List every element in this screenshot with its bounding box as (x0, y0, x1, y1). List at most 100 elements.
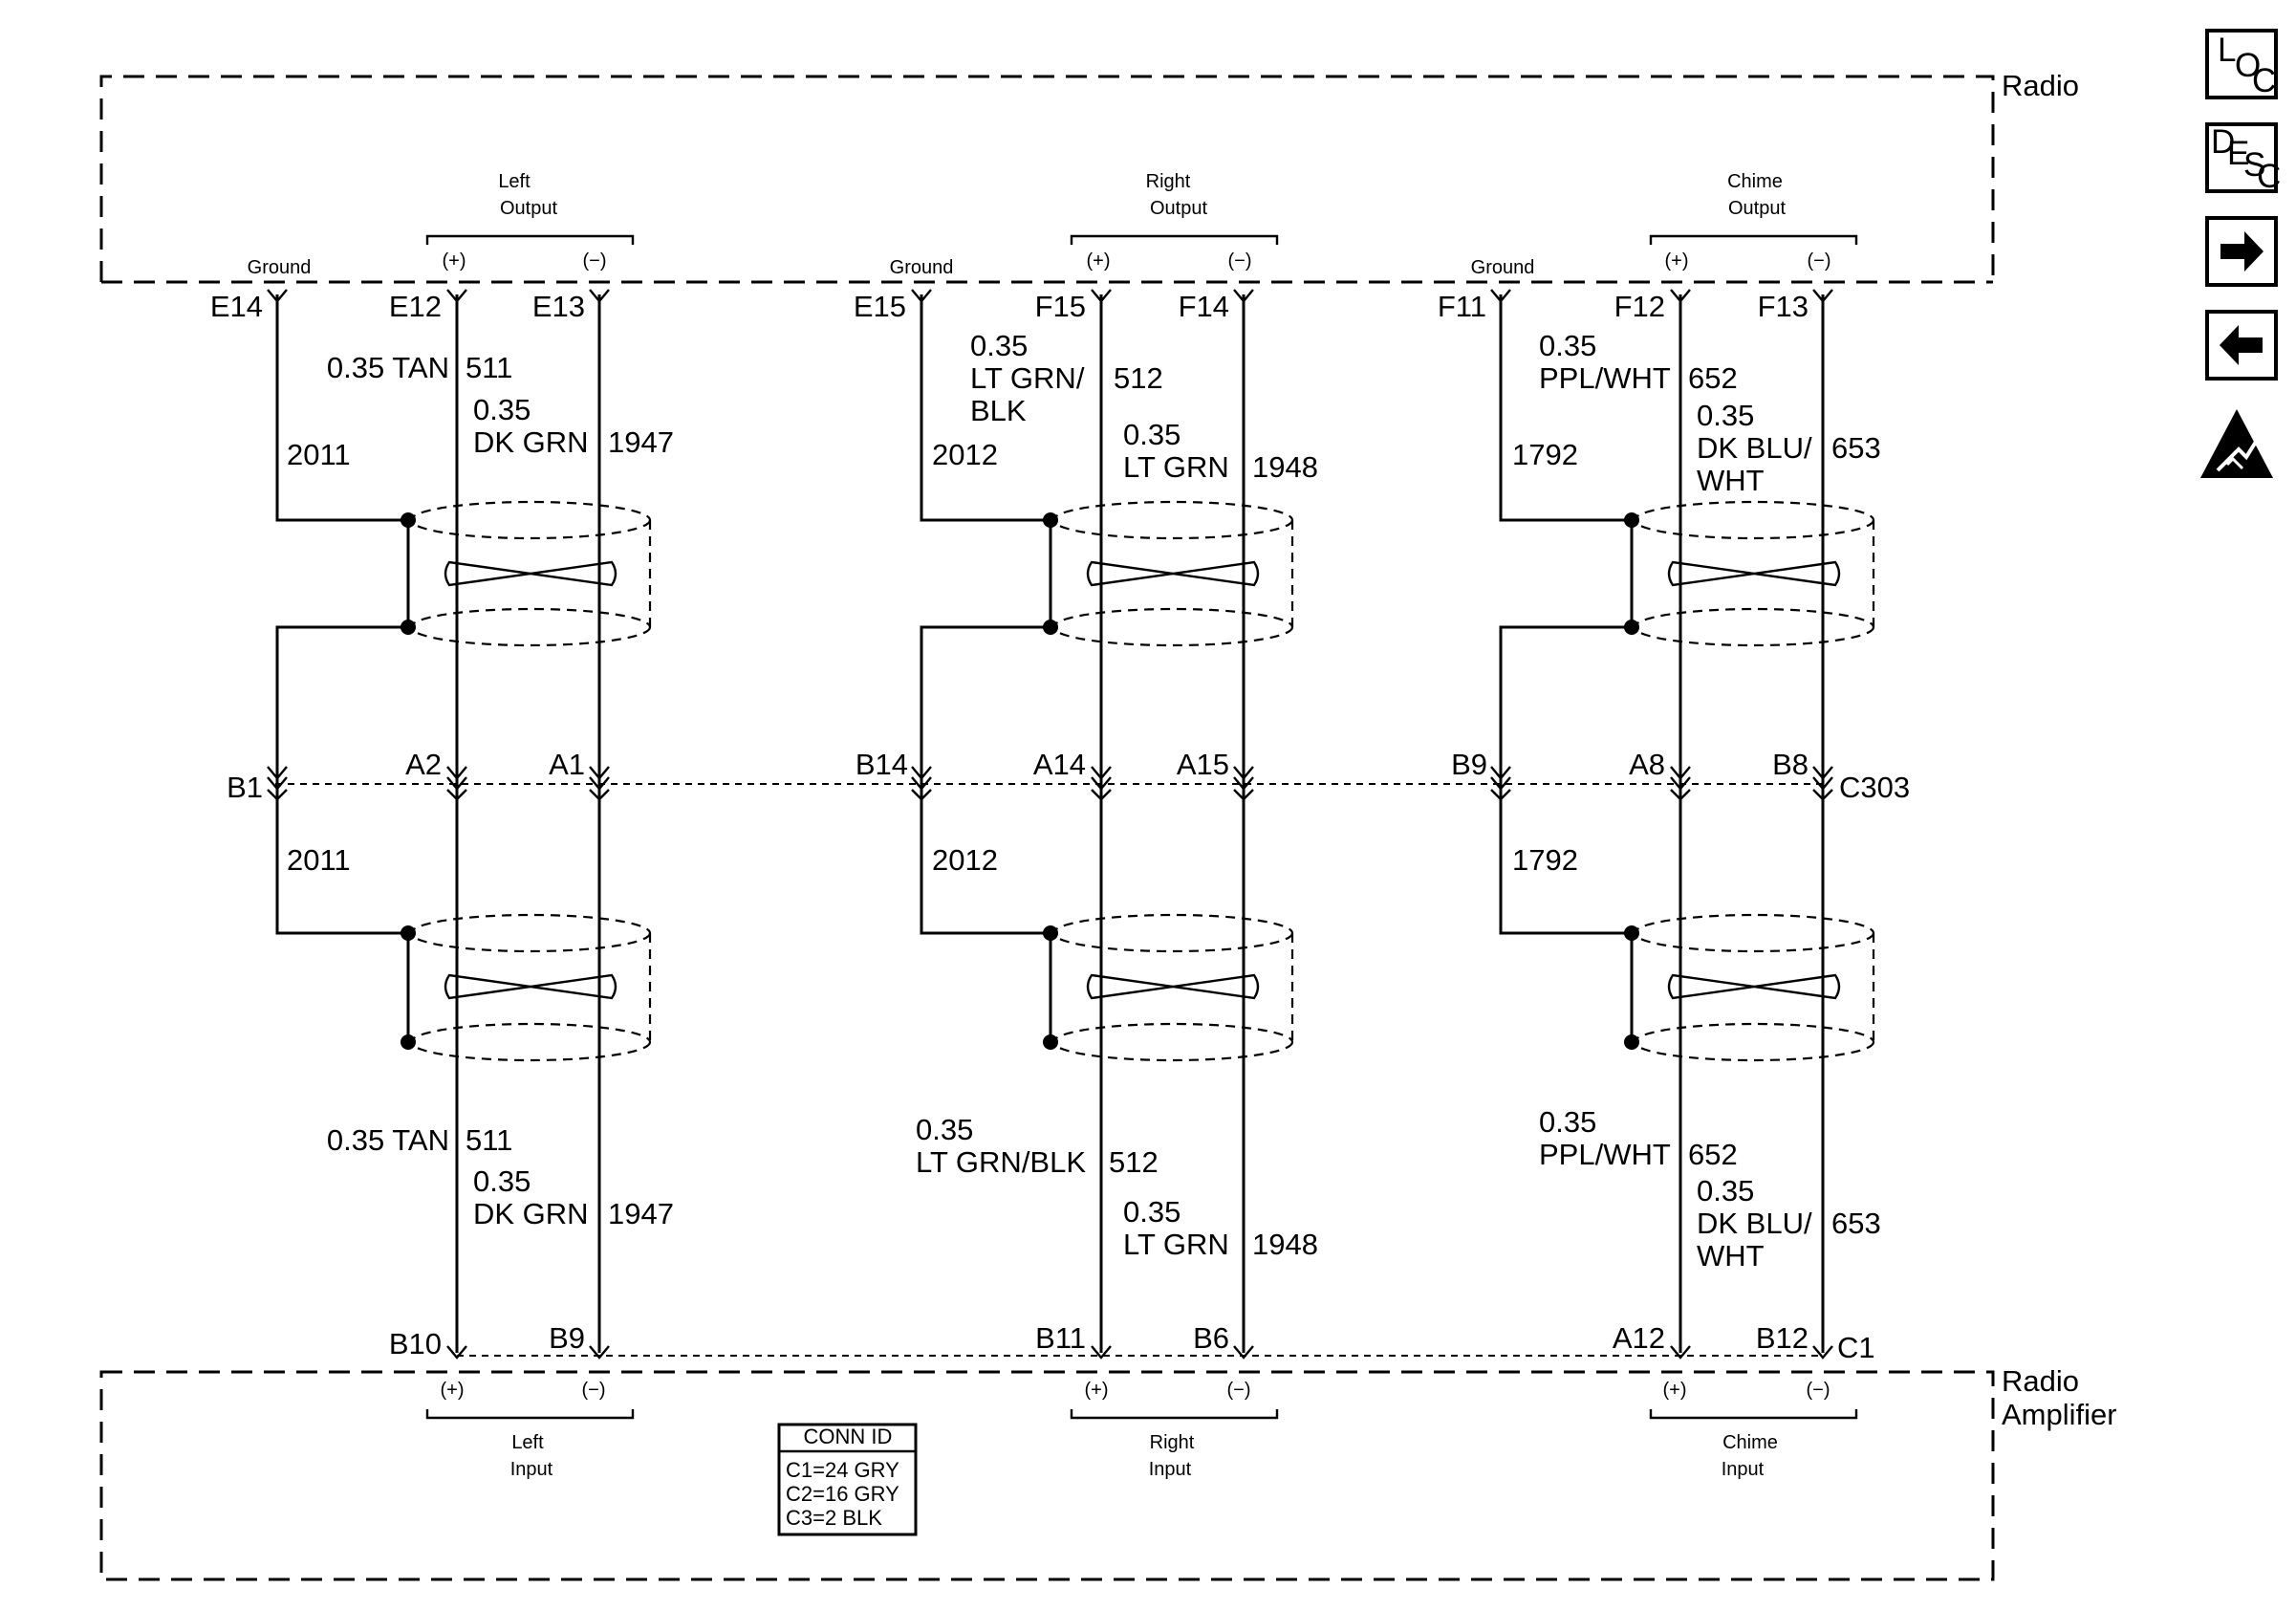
c303-pin-a15: A15 (1177, 748, 1229, 781)
shield-lower-chime (1624, 913, 1875, 1062)
wire-653-color2-lower: WHT (1697, 1239, 1765, 1273)
c303-pin-a8: A8 (1629, 748, 1665, 781)
desc-letter-d: D (2211, 123, 2235, 161)
radio-pin-labels: E14 E12 E13 E15 F15 F14 F11 F12 F13 (210, 290, 1809, 323)
shield-lower-left (401, 913, 652, 1062)
wire-1948-color-lower: LT GRN (1123, 1228, 1229, 1261)
left-input-label-1: Left (511, 1432, 544, 1453)
wire-512-gauge-upper: 0.35 (970, 329, 1028, 362)
wire-653-gauge-upper: 0.35 (1697, 399, 1754, 432)
radio-amplifier-label-1: Radio (2002, 1364, 2079, 1398)
wire-653-color1-upper: DK BLU/ (1697, 431, 1812, 465)
c303-terminals (267, 766, 1833, 801)
amp-pin-b11: B11 (1035, 1321, 1086, 1355)
wire-653-circuit-upper: 653 (1831, 431, 1881, 465)
c303-pin-a1: A1 (549, 748, 585, 781)
radio-internal-labels: Ground Left Output (+) (−) Ground Right … (248, 171, 1858, 278)
wire-652-gauge-lower: 0.35 (1539, 1105, 1596, 1139)
right-input-label-2: Input (1149, 1459, 1192, 1480)
wire-1948-circuit-upper: 1948 (1252, 450, 1318, 484)
wire-1792-upper: 1792 (1512, 438, 1578, 471)
radio-amplifier-label-2: Amplifier (2002, 1398, 2117, 1431)
wire-512-gauge-lower: 0.35 (916, 1113, 973, 1146)
location-icon[interactable]: L O C (2205, 29, 2278, 99)
amp-pin-labels: B10 B9 B11 B6 A12 B12 C1 (389, 1321, 1875, 1364)
right-output-minus: (−) (1228, 250, 1252, 272)
chime-output-label-1: Chime (1727, 171, 1783, 192)
description-icon[interactable]: D E S C (2205, 122, 2281, 195)
left-input-minus: (−) (582, 1380, 606, 1401)
pin-f13: F13 (1758, 290, 1809, 323)
wire-511-circuit-upper: 511 (466, 351, 512, 384)
c303-pin-b9: B9 (1451, 748, 1487, 781)
wire-1948-gauge-upper: 0.35 (1123, 418, 1180, 451)
pin-e14: E14 (210, 290, 263, 323)
wires (275, 294, 1825, 1353)
radio-pin-terminals (267, 289, 1833, 303)
conn-id-box: CONN ID C1=24 GRY C2=16 GRY C3=2 BLK (777, 1423, 918, 1536)
c303-pin-a14: A14 (1033, 748, 1086, 781)
conn-id-c3: C3=2 BLK (786, 1506, 882, 1530)
left-output-plus: (+) (443, 250, 466, 272)
chime-output-minus: (−) (1808, 250, 1831, 272)
c303-connector-name: C303 (1839, 771, 1910, 804)
upper-wire-labels: 2011 0.35 TAN 511 0.35 DK GRN 1947 2012 … (287, 329, 1881, 497)
pin-f14: F14 (1179, 290, 1229, 323)
chime-output-label-2: Output (1728, 198, 1786, 219)
pin-e13: E13 (532, 290, 585, 323)
wire-652-circuit-lower: 652 (1688, 1138, 1738, 1171)
loc-letter-c: C (2252, 62, 2276, 99)
wire-2012-upper: 2012 (932, 438, 998, 471)
right-output-plus: (+) (1087, 250, 1111, 272)
twisted-pair-shields (401, 500, 1875, 1062)
conn-id-c1: C1=24 GRY (786, 1458, 899, 1482)
radio-amplifier-component: Radio Amplifier (99, 1364, 2117, 1581)
wire-2011-upper: 2011 (287, 438, 351, 471)
amp-pin-b12: B12 (1756, 1321, 1809, 1355)
wire-512-color2-upper: BLK (970, 394, 1027, 427)
desc-letter-c: C (2257, 158, 2281, 195)
conn-id-title: CONN ID (804, 1425, 893, 1448)
amplifier-internal-labels: (+) (−) Left Input (+) (−) Right Input (… (425, 1380, 1858, 1480)
wire-512-color1-upper: LT GRN/ (970, 361, 1085, 395)
radio-label: Radio (2002, 69, 2079, 102)
wire-653-gauge-lower: 0.35 (1697, 1174, 1754, 1208)
amp-pin-b6: B6 (1193, 1321, 1229, 1355)
c303-pin-b1: B1 (227, 771, 263, 804)
c303-pin-b8: B8 (1772, 748, 1809, 781)
wire-653-circuit-lower: 653 (1831, 1207, 1881, 1240)
left-output-label-2: Output (500, 198, 557, 219)
pin-e12: E12 (389, 290, 442, 323)
wire-2012-lower: 2012 (932, 843, 998, 877)
previous-arrow-icon[interactable] (2205, 310, 2278, 381)
wire-512-circuit-upper: 512 (1114, 361, 1163, 395)
c303-pin-a2: A2 (405, 748, 442, 781)
wire-1947-color-upper: DK GRN (473, 425, 589, 459)
pin-f11: F11 (1438, 290, 1486, 323)
wire-2011-lower: 2011 (287, 843, 351, 877)
conn-id-c2: C2=16 GRY (786, 1482, 899, 1506)
loc-letter-o: O (2235, 47, 2261, 84)
wire-653-color1-lower: DK BLU/ (1697, 1207, 1812, 1240)
next-arrow-icon[interactable] (2205, 216, 2278, 287)
chime-input-minus: (−) (1807, 1380, 1830, 1401)
amp-pin-b9: B9 (549, 1321, 585, 1355)
wire-512-circuit-lower: 512 (1109, 1145, 1159, 1179)
shield-lower-right (1043, 913, 1294, 1062)
wire-1947-gauge-lower: 0.35 (473, 1164, 531, 1198)
wire-511-color-lower: 0.35 TAN (327, 1123, 449, 1157)
shield-upper-left (401, 500, 652, 647)
left-input-label-2: Input (510, 1459, 553, 1480)
pin-e15: E15 (854, 290, 906, 323)
amp-pin-terminals (446, 1345, 1833, 1360)
right-input-plus: (+) (1085, 1380, 1109, 1401)
wire-511-circuit-lower: 511 (466, 1123, 512, 1157)
wire-652-color-lower: PPL/WHT (1539, 1138, 1671, 1171)
right-input-label-1: Right (1150, 1432, 1195, 1453)
c303-pin-b14: B14 (856, 748, 908, 781)
radio-component: Radio (99, 69, 2079, 284)
wire-653-color2-upper: WHT (1697, 464, 1765, 497)
amp-pin-a12: A12 (1613, 1321, 1665, 1355)
wire-1948-circuit-lower: 1948 (1252, 1228, 1318, 1261)
